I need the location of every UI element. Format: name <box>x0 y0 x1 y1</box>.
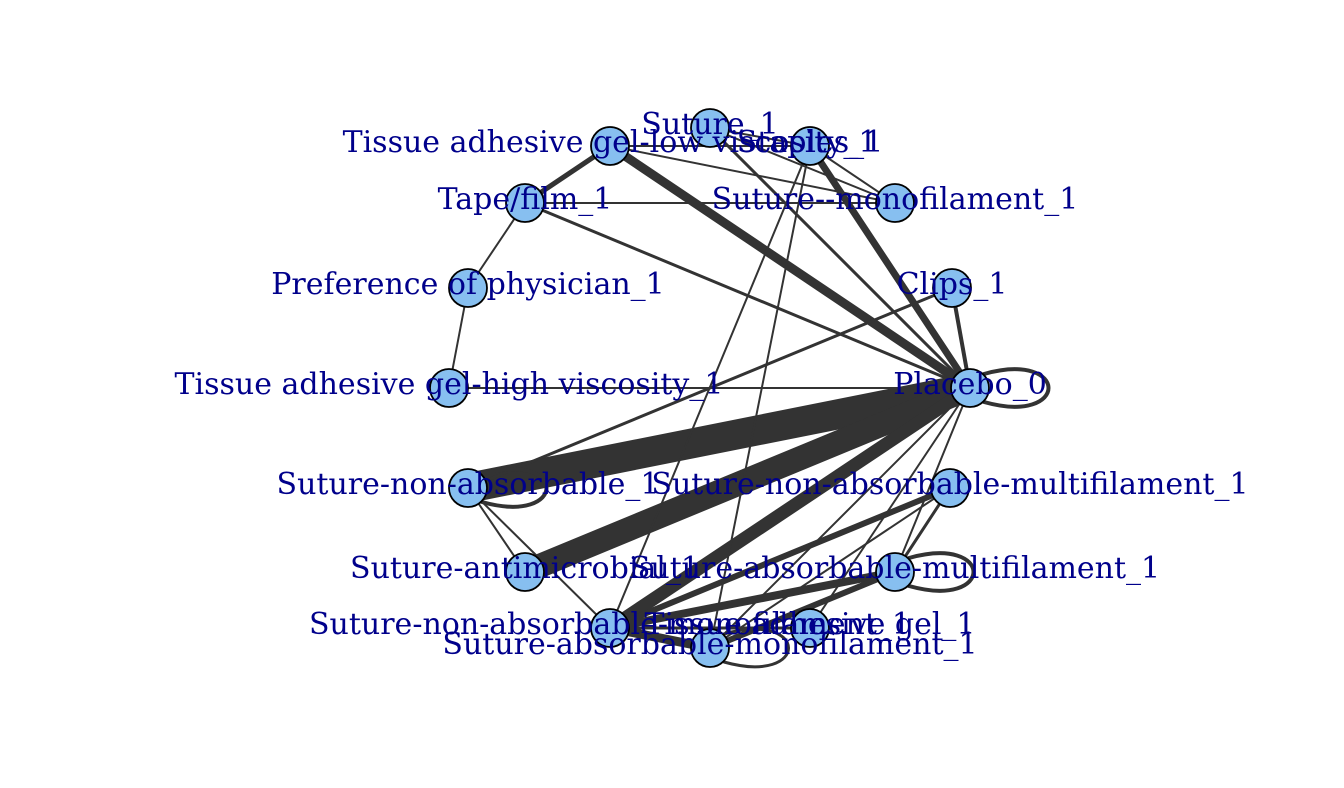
node-label-pref: Preference of physician_1 <box>271 267 665 302</box>
edge-placebo-santi <box>513 376 982 584</box>
edge-samono-samono <box>722 627 790 669</box>
nodes-layer <box>429 108 990 668</box>
node-label-tape: Tape/film_1 <box>438 182 613 217</box>
node-santi[interactable] <box>505 552 545 592</box>
node-sna[interactable] <box>448 468 488 508</box>
edge-placebo-staples <box>806 142 974 392</box>
edge-sna-sna <box>480 467 549 509</box>
node-label-santi: Suture-antimicrobial_1 <box>350 551 700 586</box>
edge-placebo-tag_low <box>605 141 975 393</box>
node-pref[interactable] <box>448 268 488 308</box>
node-tape[interactable] <box>505 183 545 223</box>
edge-placebo-suture <box>708 126 972 390</box>
edge-sam-snamono <box>606 568 899 632</box>
node-staples[interactable] <box>790 126 830 166</box>
edge-snam-samono <box>709 487 951 649</box>
node-label-snamono: Suture-non-absorbable-monofilament_1 <box>309 607 911 642</box>
edge-placebo-sna <box>453 373 985 503</box>
node-label-tag_low: Tissue adhesive gel-low viscosity_1 <box>343 125 878 160</box>
edge-staples-samono <box>709 145 811 649</box>
node-tag_low[interactable] <box>590 126 630 166</box>
edge-snam-snamono <box>607 485 953 631</box>
node-label-sam: Suture-absorbable-multifilament_1 <box>630 551 1160 586</box>
edge-sam-sam <box>907 551 976 593</box>
edge-placebo-snamono <box>603 381 977 635</box>
node-snam[interactable] <box>930 468 970 508</box>
node-clips[interactable] <box>932 268 972 308</box>
node-placebo[interactable] <box>950 368 990 408</box>
node-label-snam: Suture-non-absorbable-multifilament_1 <box>651 467 1248 502</box>
edge-clips-sna <box>466 286 954 490</box>
node-label-suture: Suture_1 <box>641 107 778 142</box>
node-sam[interactable] <box>875 552 915 592</box>
node-label-clips: Clips_1 <box>897 267 1008 302</box>
node-label-tag: Tissue adhesive gel_1 <box>644 607 975 642</box>
node-label-sna: Suture-non-absorbable_1 <box>277 467 660 502</box>
edge-placebo-tag <box>809 387 971 629</box>
node-label-placebo: Placebo_0 <box>893 367 1047 402</box>
node-tag_high[interactable] <box>429 368 469 408</box>
node-tag[interactable] <box>790 608 830 648</box>
node-suture[interactable] <box>690 108 730 148</box>
edge-tag_low-mono <box>609 145 896 204</box>
edge-placebo-placebo <box>982 367 1051 409</box>
node-mono[interactable] <box>875 183 915 223</box>
edge-placebo-samono <box>709 387 971 649</box>
node-snamono[interactable] <box>590 608 630 648</box>
node-label-staples: Staples_1 <box>737 125 884 160</box>
node-samono[interactable] <box>690 628 730 668</box>
node-label-tag_high: Tissue adhesive gel-high viscosity_1 <box>175 367 724 402</box>
node-label-mono: Suture--monofilament_1 <box>712 182 1079 217</box>
node-label-samono: Suture-absorbable-monofilament_1 <box>442 627 977 662</box>
